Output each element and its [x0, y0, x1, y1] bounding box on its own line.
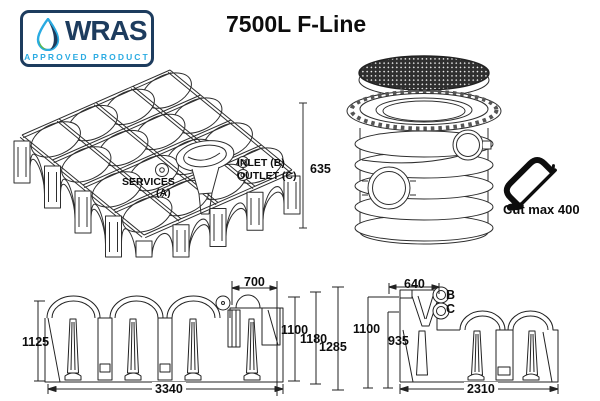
dim-1125: 1125: [22, 335, 50, 349]
turret-detail-drawing: [299, 55, 557, 245]
dim-1100-side: 1100: [353, 322, 381, 336]
dim-1100-front: 1100: [281, 323, 309, 337]
tank-legs: [13, 140, 301, 258]
wras-approved-logo: WRAS APPROVED PRODUCT: [20, 10, 154, 67]
neck-flange: [346, 89, 502, 132]
dim-1285: 1285: [319, 340, 347, 354]
dim-700: 700: [244, 275, 265, 289]
water-drop-icon: [36, 18, 60, 51]
dim-635: 635: [310, 162, 331, 176]
connection-ports: [155, 156, 249, 181]
turret-body: [354, 128, 494, 245]
port-c-label: C: [446, 302, 456, 316]
dim-640: 640: [404, 277, 425, 291]
strap-lines: [19, 69, 294, 239]
hacksaw-icon: [503, 156, 557, 211]
services-ref-label: (A): [156, 187, 171, 199]
dim-3340: 3340: [152, 382, 186, 396]
page-title: 7500L F-Line: [226, 11, 367, 37]
manhole-lid: [358, 55, 490, 98]
dim-935: 935: [388, 334, 409, 348]
side-ports: [432, 286, 450, 320]
side-pillars: [416, 329, 540, 381]
front-dimension-lines: [34, 281, 344, 396]
turret-ports: [362, 129, 492, 210]
port-b-label: B: [446, 288, 456, 302]
services-label: SERVICES: [122, 176, 175, 188]
dim-2310: 2310: [464, 382, 498, 396]
wras-subtitle-text: APPROVED PRODUCT: [24, 52, 150, 62]
dim-1180: 1180: [300, 332, 328, 346]
outlet-label: OUTLET (C): [237, 170, 297, 182]
side-arches: [29, 153, 285, 258]
turret-opening: [175, 140, 235, 215]
cut-max-label: Cut max 400: [503, 202, 580, 217]
dim-635-bracket: [299, 102, 307, 229]
front-pillars: [64, 317, 261, 381]
side-dimension-lines: [363, 283, 559, 394]
front-elevation-drawing: [34, 281, 344, 396]
front-outline: [44, 294, 284, 383]
side-elevation-drawing: [363, 283, 559, 394]
iso-tank-drawing: [13, 69, 301, 258]
inlet-label: INLET (B): [237, 157, 285, 169]
wras-brand-text: WRAS: [65, 15, 148, 46]
